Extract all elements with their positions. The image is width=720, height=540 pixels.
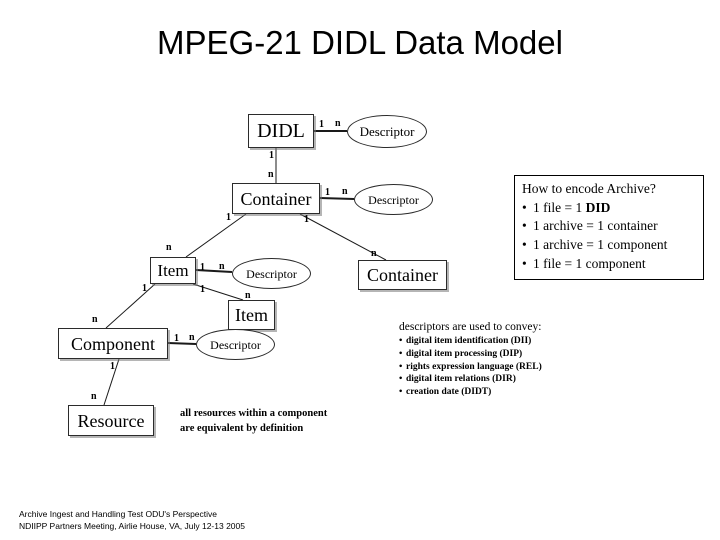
entity-label: Descriptor xyxy=(210,337,261,352)
encode-box-item: • 1 archive = 1 component xyxy=(522,236,696,255)
bullet-icon: • xyxy=(399,374,403,385)
cardinality-label-c-item-desc3-1: 1 xyxy=(200,262,205,273)
footer-line-1: Archive Ingest and Handling Test ODU's P… xyxy=(19,509,218,519)
entity-item2: Item xyxy=(228,300,275,330)
edge-container1-item1 xyxy=(185,213,247,258)
page-title: MPEG-21 DIDL Data Model xyxy=(157,24,563,61)
cardinality-label-c-comp-res-n: n xyxy=(91,391,97,402)
entity-label: Item xyxy=(235,305,268,325)
descriptors-note-list: •digital item identification (DII)•digit… xyxy=(399,335,542,398)
bullet-icon: • xyxy=(522,236,527,252)
descriptors-note-title: descriptors are used to convey: xyxy=(399,321,542,333)
descriptors-usage-note: descriptors are used to convey: •digital… xyxy=(399,320,542,399)
entity-label: DIDL xyxy=(257,120,305,142)
entity-didl: DIDL xyxy=(248,114,314,148)
cardinality-label-c-item-desc3-n: n xyxy=(219,261,225,272)
cardinality-label-c-comp-desc4-1: 1 xyxy=(174,333,179,344)
entity-container1: Container xyxy=(232,183,320,214)
descriptors-note-item-text: digital item identification (DII) xyxy=(406,336,532,347)
cardinality-label-c-didl-cont-n: n xyxy=(268,169,274,180)
bullet-icon: • xyxy=(522,218,527,234)
cardinality-label-c-cont-item-1: 1 xyxy=(226,212,231,223)
descriptors-note-item-text: digital item processing (DIP) xyxy=(406,349,523,359)
cardinality-label-c-item-item2-1: 1 xyxy=(200,284,205,295)
cardinality-label-c-didl-cont-1: 1 xyxy=(269,150,274,161)
entity-label: Descriptor xyxy=(359,124,415,139)
entity-label: Item xyxy=(157,261,189,280)
descriptors-note-item-text: creation date (DIDT) xyxy=(406,386,492,397)
entity-component: Component xyxy=(58,328,168,359)
entity-desc4: Descriptor xyxy=(196,329,275,360)
cardinality-label-c-item-item2-n: n xyxy=(245,290,251,301)
bullet-icon: • xyxy=(399,349,403,359)
bullet-icon: • xyxy=(399,336,403,347)
encode-box-item: • 1 file = 1 DID xyxy=(522,199,696,218)
cardinality-label-c-cont-cont2-n: n xyxy=(371,248,377,259)
resources-note-line-2: are equivalent by definition xyxy=(180,422,304,434)
encode-box-item: • 1 archive = 1 container xyxy=(522,217,696,236)
entity-resource: Resource xyxy=(68,405,154,436)
encode-box-item-text: 1 file = 1 component xyxy=(533,255,646,271)
entity-item1: Item xyxy=(150,257,196,284)
cardinality-label-c-didl-desc1-1: 1 xyxy=(319,119,324,130)
encode-box-item-text: 1 archive = 1 component xyxy=(533,236,668,252)
entity-label: Descriptor xyxy=(368,192,419,207)
encode-box-item: • 1 file = 1 component xyxy=(522,255,696,274)
entity-label: Resource xyxy=(77,410,145,431)
descriptors-note-item: •digital item processing (DIP) xyxy=(399,348,542,361)
bullet-icon: • xyxy=(399,361,403,372)
descriptors-note-item: •creation date (DIDT) xyxy=(399,386,542,399)
resources-note-line-1: all resources within a component xyxy=(180,408,328,419)
entity-label: Descriptor xyxy=(246,266,297,281)
cardinality-label-c-cont-cont2-1: 1 xyxy=(304,214,309,225)
descriptors-note-item: •rights expression language (REL) xyxy=(399,361,542,374)
encode-box-item-text: 1 file = 1 xyxy=(533,199,586,215)
how-to-encode-archive-callout: How to encode Archive? • 1 file = 1 DID • 1… xyxy=(514,175,704,281)
cardinality-label-c-didl-desc1-n: n xyxy=(335,118,341,129)
descriptors-note-item: •digital item identification (DII) xyxy=(399,335,542,348)
entity-label: Container xyxy=(240,188,312,209)
edge-component-desc4 xyxy=(167,342,197,345)
cardinality-label-c-cont-item-n: n xyxy=(166,242,172,253)
bullet-icon: • xyxy=(522,255,527,271)
descriptors-note-item-text: digital item relations (DIR) xyxy=(406,374,516,385)
entity-desc2: Descriptor xyxy=(354,184,433,215)
encode-box-title: How to encode Archive? xyxy=(522,181,656,196)
slide-footer: Archive Ingest and Handling Test ODU's P… xyxy=(19,508,245,533)
resources-equivalence-note: all resources within a component are equ… xyxy=(180,407,327,437)
cardinality-label-c-comp-res-1: 1 xyxy=(110,361,115,372)
edge-container1-desc2 xyxy=(319,197,355,200)
bullet-icon: • xyxy=(399,386,403,397)
footer-line-2: NDIIPP Partners Meeting, Airlie House, V… xyxy=(19,521,245,532)
encode-box-list: •1 file = 1 DID•1 archive = 1 container•… xyxy=(522,199,696,274)
bullet-icon: • xyxy=(522,199,527,215)
entity-desc1: Descriptor xyxy=(347,115,427,148)
encode-box-item-emphasis: DID xyxy=(585,199,611,215)
descriptors-note-item: •digital item relations (DIR) xyxy=(399,373,542,386)
descriptors-note-item-text: rights expression language (REL) xyxy=(406,361,542,372)
cardinality-label-c-cont-desc2-1: 1 xyxy=(325,187,330,198)
cardinality-label-c-comp-desc4-n: n xyxy=(189,332,195,343)
entity-container2: Container xyxy=(358,260,447,290)
cardinality-label-c-item-comp-1: 1 xyxy=(142,283,147,294)
entity-label: Component xyxy=(71,333,155,354)
entity-label: Container xyxy=(367,265,438,285)
encode-box-item-text: 1 archive = 1 container xyxy=(533,218,658,234)
edge-item1-component xyxy=(105,283,156,329)
cardinality-label-c-cont-desc2-n: n xyxy=(342,186,348,197)
entity-desc3: Descriptor xyxy=(232,258,311,289)
cardinality-label-c-item-comp-n: n xyxy=(92,314,98,325)
